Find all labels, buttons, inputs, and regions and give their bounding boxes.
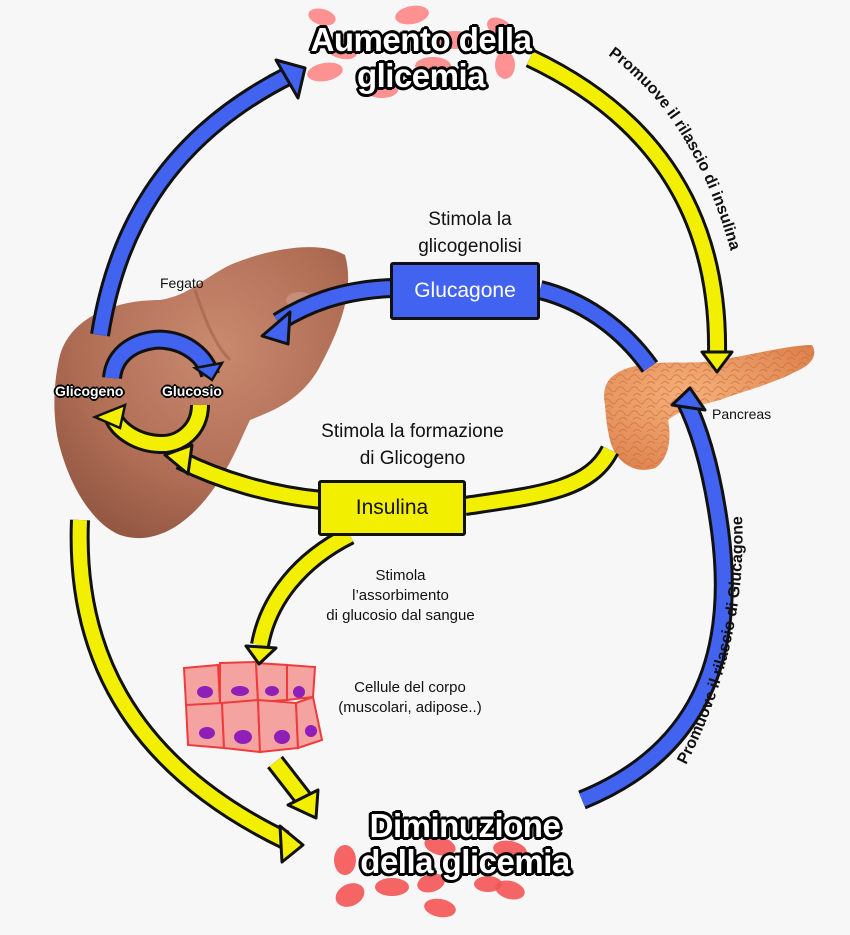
glucagon-label: Glucagone: [414, 279, 516, 302]
glucagon-effect-line2: glicogenolisi: [418, 236, 522, 257]
low-glucose-title: Diminuzione della glicemia: [345, 808, 585, 880]
insulin-cell-effect-line3: di glucosio dal sangue: [326, 607, 475, 624]
high-glucose-title-line2: glicemia: [356, 57, 486, 94]
arrow-cells-to-low-glucose: [267, 755, 320, 820]
glucagon-effect-line1: Stimola la: [428, 209, 512, 230]
arrow-liver-to-high-glucose: [90, 58, 307, 337]
cell-nuclei: [197, 686, 317, 744]
low-glucose-title-line2: della glicemia: [360, 843, 570, 880]
insulin-cell-effect-label: Stimola l’assorbimento di glucosio dal s…: [308, 566, 493, 626]
arrow-liver-to-low-glucose: [69, 519, 305, 864]
arrow-insulin-to-cells: [244, 526, 355, 666]
insulin-label: Insulina: [355, 496, 429, 519]
body-cells-label-line1: Cellule del corpo: [354, 679, 466, 696]
high-glucose-title: Aumento della glicemia: [296, 22, 546, 94]
high-glucose-title-line1: Aumento della: [310, 21, 532, 58]
arrow-low-glucose-to-pancreas: [578, 386, 734, 810]
arrow-pancreas-to-insulin: [463, 445, 619, 516]
arrow-high-glucose-to-pancreas: [525, 48, 734, 374]
red-blood-cells-top: [307, 5, 515, 98]
body-cells-label: Cellule del corpo (muscolari, adipose..): [320, 678, 500, 718]
glucagon-box: Glucagone: [390, 262, 540, 320]
glucagon-effect-label: Stimola la glicogenolisi: [390, 206, 550, 260]
insulin-liver-effect-line2: di Glicogeno: [359, 448, 466, 469]
arrow-insulin-to-liver: [163, 443, 323, 510]
insulin-cell-effect-line1: Stimola: [375, 567, 426, 584]
cycle-arrow-glucose-to-glycogen: [91, 402, 210, 454]
insulin-box: Insulina: [318, 480, 466, 536]
glycogen-label: Glicogeno: [55, 383, 124, 399]
cycle-arrow-glycogen-to-glucose: [102, 329, 225, 382]
pancreas-illustration: [604, 345, 815, 470]
insulin-release-label: Promuove il rilascio di insulina: [606, 44, 744, 252]
liver-label: Fegato: [160, 275, 204, 291]
body-cells-illustration: [182, 660, 324, 754]
insulin-liver-effect-line1: Stimola la formazione: [321, 421, 504, 442]
body-cells-label-line2: (muscolari, adipose..): [338, 699, 482, 716]
glucose-label: Glucosio: [162, 383, 222, 399]
arrow-glucagon-to-liver: [260, 278, 393, 346]
low-glucose-title-line1: Diminuzione: [369, 807, 561, 844]
arrow-pancreas-to-glucagon: [537, 280, 659, 373]
insulin-cell-effect-line2: l’assorbimento: [352, 587, 449, 604]
insulin-liver-effect-label: Stimola la formazione di Glicogeno: [285, 418, 540, 472]
red-blood-cells-bottom: [334, 836, 527, 918]
pancreas-label: Pancreas: [712, 406, 772, 422]
